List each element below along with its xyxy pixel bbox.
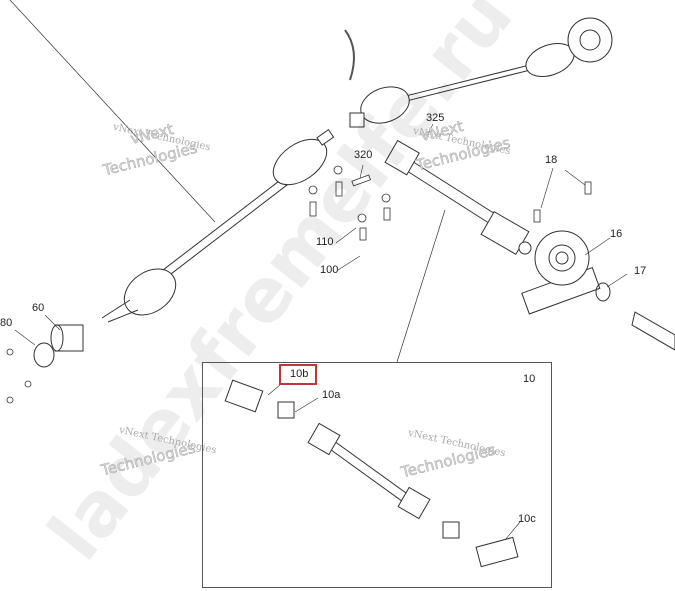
callout-16[interactable]: 16 <box>610 228 623 240</box>
callout-320[interactable]: 320 <box>354 149 373 161</box>
circlip <box>33 342 55 368</box>
yoke-10c <box>475 536 519 568</box>
callout-10[interactable]: 10 <box>523 373 536 385</box>
callout-325[interactable]: 325 <box>426 112 445 124</box>
half-shaft <box>101 129 335 323</box>
leader-line <box>9 0 216 223</box>
cross-10a <box>277 401 295 419</box>
cable <box>344 29 355 81</box>
propeller-shaft <box>384 139 532 255</box>
callout-80[interactable]: 80 <box>0 317 13 329</box>
highlight-box-10b <box>279 364 317 385</box>
callout-18[interactable]: 18 <box>545 154 558 166</box>
callout-110[interactable]: 110 <box>316 236 334 248</box>
inset-parts <box>224 379 519 568</box>
cross <box>442 521 460 539</box>
leader-line <box>396 209 446 363</box>
upper-shaft <box>349 17 613 128</box>
yoke-10b <box>224 379 264 413</box>
callout-10a[interactable]: 10a <box>322 389 341 401</box>
callout-leaders <box>14 123 628 541</box>
callout-17[interactable]: 17 <box>634 265 647 277</box>
callout-100[interactable]: 100 <box>320 264 339 276</box>
center-bearing <box>521 230 601 315</box>
callout-10b[interactable]: 10b <box>290 368 309 380</box>
o-ring-17 <box>595 282 611 302</box>
callout-60[interactable]: 60 <box>32 302 45 314</box>
propeller-shaft-inset <box>202 362 552 588</box>
bolts <box>6 165 592 404</box>
callout-10c[interactable]: 10c <box>518 513 536 525</box>
output-shaft <box>631 311 675 351</box>
